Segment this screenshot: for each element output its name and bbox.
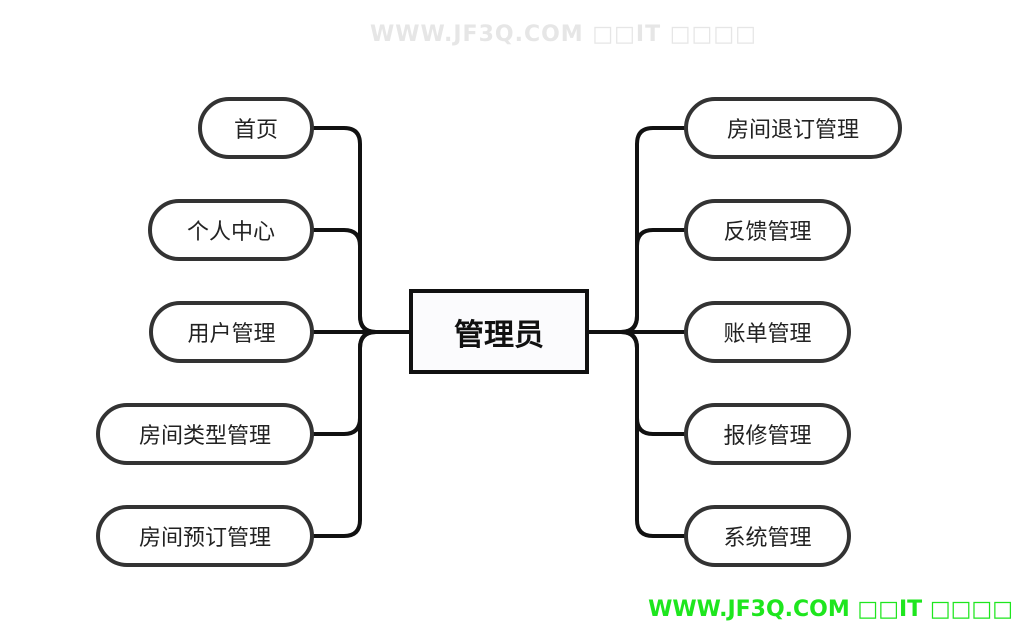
watermark: WWW.JF3Q.COM □□IT □□□□ bbox=[370, 22, 757, 47]
node-user-management[interactable]: 用户管理 bbox=[149, 301, 314, 363]
node-room-type-management[interactable]: 房间类型管理 bbox=[96, 403, 314, 465]
connector-right bbox=[588, 228, 686, 334]
node-billing-management[interactable]: 账单管理 bbox=[684, 301, 851, 363]
node-home[interactable]: 首页 bbox=[198, 97, 314, 159]
node-repair-management[interactable]: 报修管理 bbox=[684, 403, 851, 465]
connector-right bbox=[588, 330, 686, 538]
connector-left bbox=[312, 330, 411, 538]
node-feedback-management[interactable]: 反馈管理 bbox=[684, 199, 851, 261]
node-personal-center[interactable]: 个人中心 bbox=[148, 199, 314, 261]
root-node[interactable]: 管理员 bbox=[409, 289, 589, 374]
footer-watermark: WWW.JF3Q.COM □□IT □□□□ bbox=[648, 597, 1013, 622]
connector-left bbox=[312, 228, 411, 334]
node-room-booking-management[interactable]: 房间预订管理 bbox=[96, 505, 314, 567]
node-system-management[interactable]: 系统管理 bbox=[684, 505, 851, 567]
node-room-cancellation-management[interactable]: 房间退订管理 bbox=[684, 97, 902, 159]
